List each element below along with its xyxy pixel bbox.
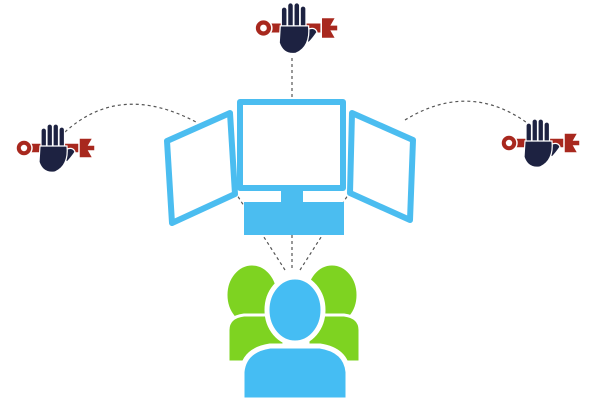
monitor-center-icon (237, 99, 346, 191)
monitor-stand-icon (244, 186, 344, 235)
monitor-left-icon (164, 110, 238, 226)
user-front-icon (239, 274, 351, 403)
connector-right-arc (404, 100, 531, 126)
connector-left-arc (64, 103, 197, 133)
hand-wrench-top-icon (254, 2, 339, 55)
hand-wrench-right-icon (500, 118, 581, 169)
monitor-array (164, 99, 416, 226)
monitor-right-icon (347, 110, 416, 223)
hand-wrench-left-icon (15, 123, 96, 174)
users-group-icon (224, 262, 362, 403)
